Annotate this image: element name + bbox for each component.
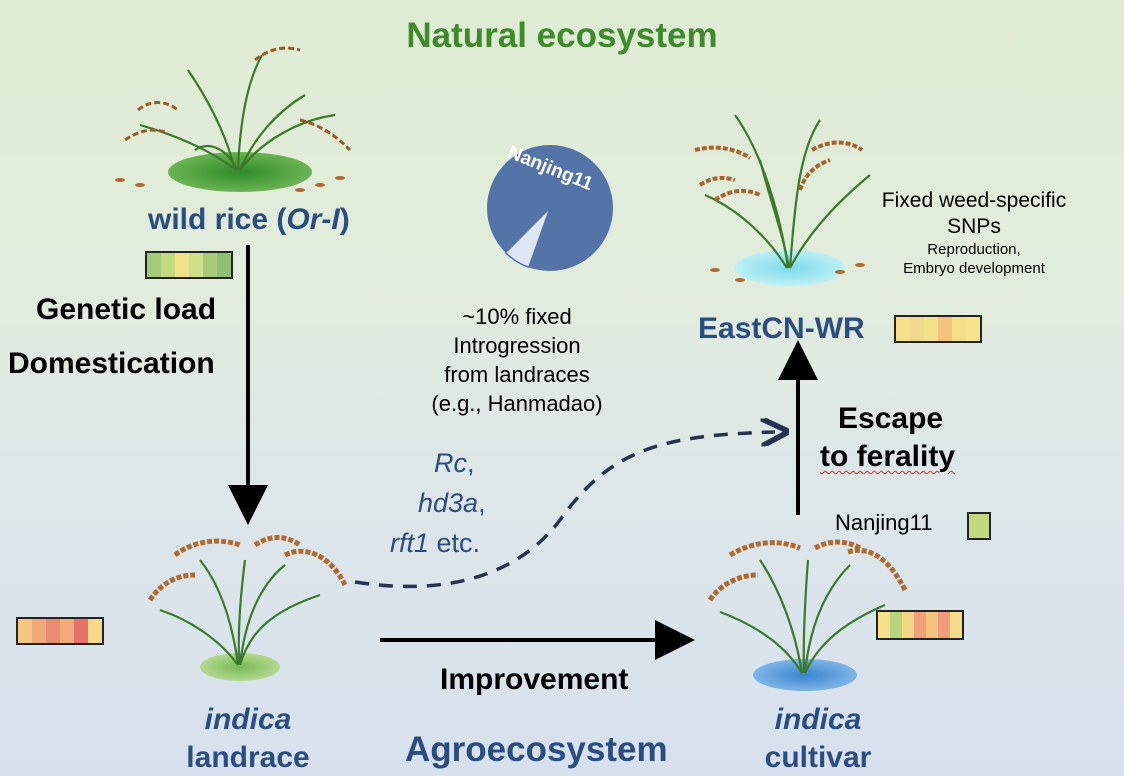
weed-snps-line3: Reproduction, [927, 241, 1021, 258]
gene-rft1-suffix: etc. [429, 528, 481, 558]
weed-snps-line1: Fixed weed-specific [881, 189, 1067, 212]
gene-hd3a: hd3a, [418, 488, 486, 519]
landrace-plant-icon [147, 535, 348, 681]
weed-snps-text: Fixed weed-specific SNPs Reproduction, E… [858, 188, 1090, 278]
nanjing11-label: Nanjing11 [835, 510, 933, 535]
genotype-cell [203, 253, 217, 277]
cultivar-plant-icon [707, 539, 908, 691]
genotype-cell [952, 317, 966, 341]
genotype-cell [147, 253, 161, 277]
genotype-cell [32, 619, 46, 643]
nanjing11-genotype-strip [967, 512, 991, 540]
genotype-cell [878, 612, 890, 638]
genotype-cell [217, 253, 231, 277]
genotype-cell [74, 619, 88, 643]
introgression-line1: ~10% fixed [462, 304, 572, 329]
introgression-line4: (e.g., Hanmadao) [431, 391, 603, 416]
landrace-label-line2: landrace [186, 741, 310, 774]
nanjing11-pie-chart [487, 145, 613, 271]
weedy-rice-genotype-strip [894, 315, 982, 343]
weed-snps-line2: SNPs [947, 215, 1001, 238]
genotype-cell [938, 612, 950, 638]
weedy-rice-label: EastCN-WR [698, 312, 865, 345]
wild-rice-label-prefix: wild rice ( [148, 203, 287, 236]
genotype-cell [966, 317, 980, 341]
genotype-cell [189, 253, 203, 277]
genotype-cell [926, 612, 938, 638]
landrace-label-line1: indica [204, 703, 292, 736]
gene-rft1-name: rft1 [390, 528, 430, 558]
wild-rice-label-accession: Or-I [286, 203, 340, 236]
gene-rc: Rc, [434, 448, 475, 479]
wild-rice-genotype-strip [145, 251, 233, 279]
genotype-cell [60, 619, 74, 643]
gene-rft1: rft1 etc. [390, 528, 480, 559]
genotype-cell [924, 317, 938, 341]
wild-rice-plant-icon [115, 46, 352, 192]
weedy-rice-plant-icon [694, 114, 871, 286]
genotype-cell [890, 612, 902, 638]
genotype-cell [914, 612, 926, 638]
genotype-cell [175, 253, 189, 277]
introgression-line3: from landraces [444, 362, 590, 387]
genotype-cell [938, 317, 952, 341]
genotype-cell [18, 619, 32, 643]
natural-ecosystem-title: Natural ecosystem [406, 16, 718, 55]
gene-rc-name: Rc [434, 448, 467, 478]
escape-label-line2: to ferality [820, 440, 956, 473]
introgression-line2: Introgression [453, 333, 581, 358]
weed-snps-line4: Embryo development [903, 260, 1045, 277]
landrace-genotype-strip [16, 617, 104, 645]
genotype-cell [46, 619, 60, 643]
genotype-cell [88, 619, 102, 643]
gene-hd3a-suffix: , [478, 488, 486, 518]
improvement-label: Improvement [440, 663, 629, 696]
introgression-text: ~10% fixed Introgression from landraces … [402, 302, 632, 418]
cultivar-label-line2: cultivar [764, 741, 872, 774]
genotype-cell [902, 612, 914, 638]
pie-introgression-slice [504, 207, 551, 269]
domestication-label: Domestication [8, 347, 215, 380]
agroecosystem-title: Agroecosystem [405, 730, 668, 769]
cultivar-label-line1: indica [774, 703, 862, 736]
wild-rice-label: wild rice (Or-I) [148, 203, 350, 237]
introgression-dashed-arrow [354, 432, 775, 589]
genotype-cell [969, 514, 989, 538]
gene-hd3a-name: hd3a [418, 488, 479, 518]
gene-rc-suffix: , [467, 448, 475, 478]
genotype-cell [161, 253, 175, 277]
escape-label-line1: Escape [838, 402, 944, 435]
wild-rice-label-suffix: ) [339, 203, 350, 236]
cultivar-label: indica cultivar [738, 701, 898, 776]
genotype-cell [950, 612, 962, 638]
genotype-cell [896, 317, 910, 341]
landrace-label: indica landrace [168, 701, 328, 776]
genetic-load-label: Genetic load [36, 293, 217, 326]
genotype-cell [910, 317, 924, 341]
cultivar-genotype-strip [876, 610, 964, 640]
